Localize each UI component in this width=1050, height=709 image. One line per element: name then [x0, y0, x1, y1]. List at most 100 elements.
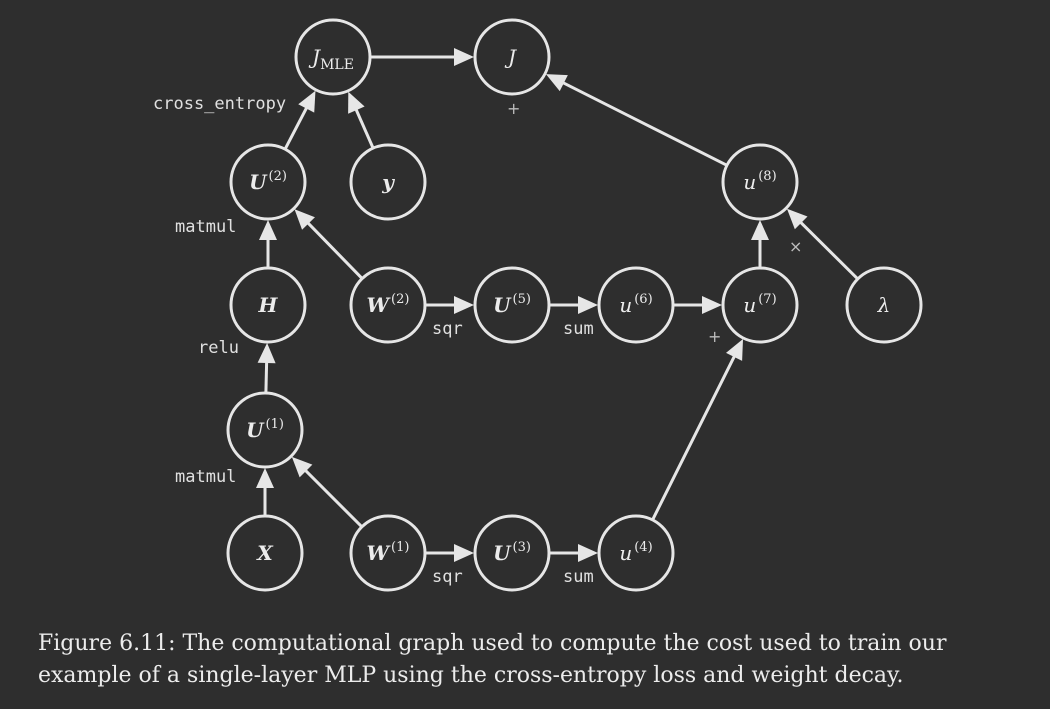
node-label-main: J	[504, 45, 517, 69]
edge-arrowhead	[256, 468, 274, 488]
node-circle	[473, 266, 551, 344]
node-label-main: U	[493, 293, 512, 317]
node-label-main: U	[249, 170, 268, 194]
node-label-sup: (3)	[513, 540, 531, 555]
edge-arrowhead	[298, 90, 316, 113]
node-circle	[845, 266, 923, 344]
node-lambda: λ	[845, 266, 923, 344]
node-label-sup: (5)	[513, 292, 531, 307]
edge-line	[264, 360, 269, 394]
edge-u1-to-h	[257, 342, 276, 394]
node-label-sup: (4)	[634, 540, 652, 555]
node-circle	[226, 391, 304, 469]
edge-u8-to-j	[545, 74, 728, 167]
node-label-main: U	[246, 418, 265, 442]
node-jmle: JMLE	[294, 18, 372, 96]
node-label-main: y	[381, 170, 395, 194]
node-x: X	[226, 514, 304, 592]
node-label-sup: (8)	[758, 169, 776, 184]
edge-arrowhead	[259, 220, 277, 240]
op-label-plus-u7: +	[708, 327, 721, 346]
node-label: y	[381, 170, 395, 194]
node-u4: u(4)	[597, 514, 675, 592]
node-label-sup: (1)	[266, 417, 284, 432]
node-label: u(6)	[619, 292, 652, 317]
node-circle	[721, 266, 799, 344]
node-circle	[229, 266, 307, 344]
node-circle	[473, 514, 551, 592]
op-label-times-u8: ×	[789, 237, 802, 256]
edge-w1-to-u1	[291, 456, 363, 528]
node-label: u(7)	[743, 292, 776, 317]
node-label-main: J	[308, 45, 321, 69]
edge-line	[798, 220, 859, 281]
node-j: J	[473, 18, 551, 96]
node-circle	[226, 514, 304, 592]
node-label-sup: (7)	[758, 292, 776, 307]
edge-arrowhead	[291, 456, 313, 478]
node-circle	[349, 143, 427, 221]
node-w1: W(1)	[349, 514, 427, 592]
node-circle	[349, 266, 427, 344]
node-label-main: U	[493, 541, 512, 565]
node-label-main: H	[258, 293, 279, 317]
node-circle	[473, 18, 551, 96]
node-label: λ	[877, 293, 891, 317]
edge-x-to-u1	[256, 468, 274, 516]
node-label: W(1)	[367, 540, 410, 565]
edge-h-to-u2	[259, 220, 277, 268]
op-label-sqr-top: sqr	[432, 319, 463, 339]
node-u7: u(7)	[721, 266, 799, 344]
node-h: H	[229, 266, 307, 344]
node-label-main: u	[619, 541, 632, 565]
node-circle	[597, 514, 675, 592]
node-label-sub: MLE	[320, 57, 354, 73]
edge-lambda-to-u8	[786, 208, 859, 281]
node-label-sup: (2)	[269, 169, 287, 184]
edge-u6-to-u7	[673, 296, 722, 314]
op-label-plus-j: +	[507, 99, 520, 118]
edge-w1-to-u3	[425, 544, 474, 562]
edge-arrowhead	[257, 342, 276, 364]
node-label: U(1)	[246, 417, 284, 442]
edge-w2-to-u5	[425, 296, 474, 314]
node-circle	[294, 18, 372, 96]
node-circle	[229, 143, 307, 221]
edge-u4-to-u7	[651, 338, 744, 521]
node-u5: U(5)	[473, 266, 551, 344]
edge-arrowhead	[786, 208, 808, 230]
node-label: U(2)	[249, 169, 287, 194]
node-label-main: u	[743, 293, 756, 317]
edge-line	[303, 468, 363, 528]
node-label-main: u	[619, 293, 632, 317]
node-label: u(4)	[619, 540, 652, 565]
node-u1: U(1)	[226, 391, 304, 469]
node-label-main: X	[255, 541, 274, 565]
node-label-main: W	[367, 293, 392, 317]
node-label: U(3)	[493, 540, 531, 565]
edge-u7-to-u8	[751, 220, 769, 268]
edge-line	[651, 354, 737, 521]
edge-arrowhead	[454, 544, 474, 562]
op-label-cross-entropy: cross_entropy	[153, 94, 286, 114]
edge-arrowhead	[578, 544, 598, 562]
edge-line	[354, 107, 375, 149]
node-label-main: λ	[877, 293, 891, 317]
edge-arrowhead	[751, 220, 769, 240]
edge-line	[306, 221, 364, 280]
edge-jmle-to-j	[370, 48, 474, 66]
node-label-sup: (2)	[391, 292, 409, 307]
edge-line	[283, 105, 309, 150]
edge-arrowhead	[454, 296, 474, 314]
node-label-sup: (6)	[634, 292, 652, 307]
node-label: u(8)	[743, 169, 776, 194]
edge-line	[561, 80, 728, 167]
op-label-matmul-bottom: matmul	[175, 467, 236, 487]
op-label-sqr-bottom: sqr	[432, 567, 463, 587]
node-u2: U(2)	[229, 143, 307, 221]
node-label: JMLE	[308, 45, 354, 73]
node-label-sup: (1)	[391, 540, 409, 555]
node-circle	[349, 514, 427, 592]
